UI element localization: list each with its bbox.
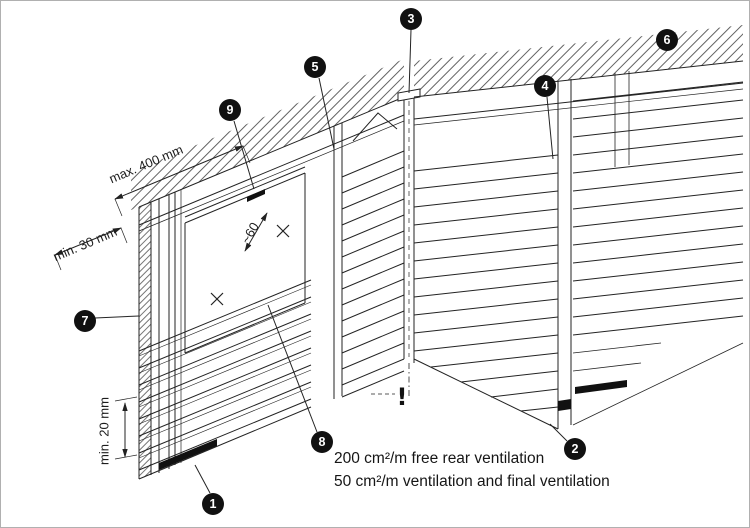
callout-9-number: 9 (226, 103, 234, 117)
callout-7: 7 (74, 310, 96, 332)
callout-6-number: 6 (663, 33, 671, 47)
fastener-marks (210, 224, 290, 306)
callout-8: 8 (311, 431, 333, 453)
callout-4-number: 4 (541, 79, 549, 93)
callout-6: 6 (656, 29, 678, 51)
ventilation-note-1: 200 cm²/m free rear ventilation (334, 450, 545, 467)
callout-8-number: 8 (318, 435, 326, 449)
callout-1-number: 1 (209, 497, 217, 511)
warning-exclamation: ! (396, 383, 408, 411)
callout-3-number: 3 (407, 12, 415, 26)
left-wall (138, 96, 405, 480)
callout-2-number: 2 (571, 442, 579, 456)
ventilation-note-2: 50 cm²/m ventilation and final ventilati… (334, 473, 610, 490)
dimension-min-20-label: min. 20 mm (96, 397, 112, 465)
callout-5: 5 (304, 56, 326, 78)
dimension-lines (54, 145, 268, 460)
ventilation-notes: 200 cm²/m free rear ventilation 50 cm²/m… (334, 447, 610, 493)
corner-profile (371, 88, 421, 399)
callout-7-number: 7 (81, 314, 89, 328)
callout-1: 1 (202, 493, 224, 515)
callout-9: 9 (219, 99, 241, 121)
leader-lines (94, 29, 568, 494)
right-wall (413, 60, 744, 430)
callout-4: 4 (534, 75, 556, 97)
callout-2: 2 (564, 438, 586, 460)
callout-3: 3 (400, 8, 422, 30)
callout-5-number: 5 (311, 60, 319, 74)
